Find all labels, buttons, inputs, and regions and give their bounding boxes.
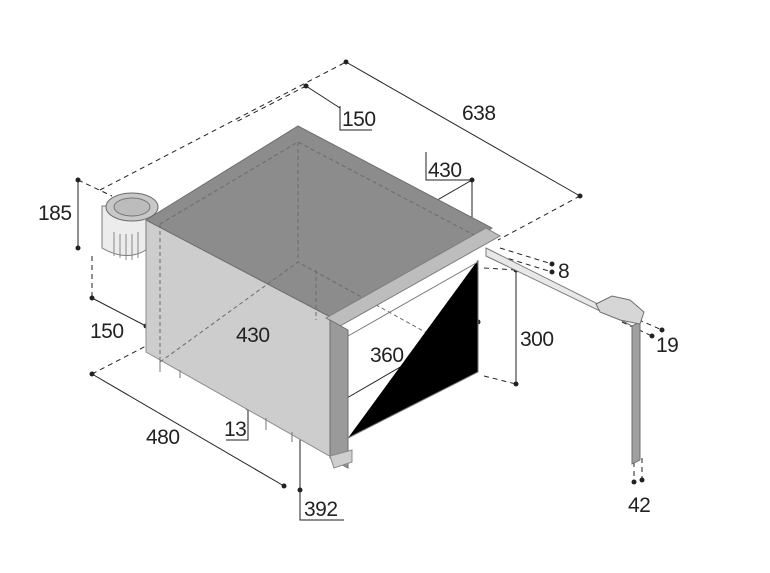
compressor-housing [101,192,159,260]
dim-compressor-depth: 150 [90,320,124,343]
fridge-cabinet [144,125,502,469]
dim-drawer-width: 360 [370,344,404,367]
cabinet-base-foot [329,449,353,469]
front-frame-post [329,319,349,469]
dim-overall-height: 392 [304,498,338,521]
fridge-drawer [347,247,645,465]
drawer-slide-rail [485,247,603,313]
dim-panel-thickness: 42 [628,494,650,517]
drawer-handle[interactable] [595,295,645,325]
dim-drawer-height: 300 [520,328,554,351]
dim-cabinet-depth: 480 [146,426,180,449]
dim-unit-height: 185 [38,202,72,225]
vent-grille [113,232,139,260]
dim-handle-depth: 19 [656,334,678,357]
dim-depth-offset: 150 [342,108,376,131]
dimension-labels: 638 150 430 8 300 19 42 185 150 430 360 … [38,102,679,521]
dim-cabinet-width: 430 [236,324,270,347]
dim-base-offset: 13 [224,418,246,441]
dim-total-length: 638 [462,102,496,125]
dim-drawer-gap: 8 [558,260,569,283]
drawer-front-panel [631,321,641,465]
dim-inner-width-top: 430 [428,159,462,182]
